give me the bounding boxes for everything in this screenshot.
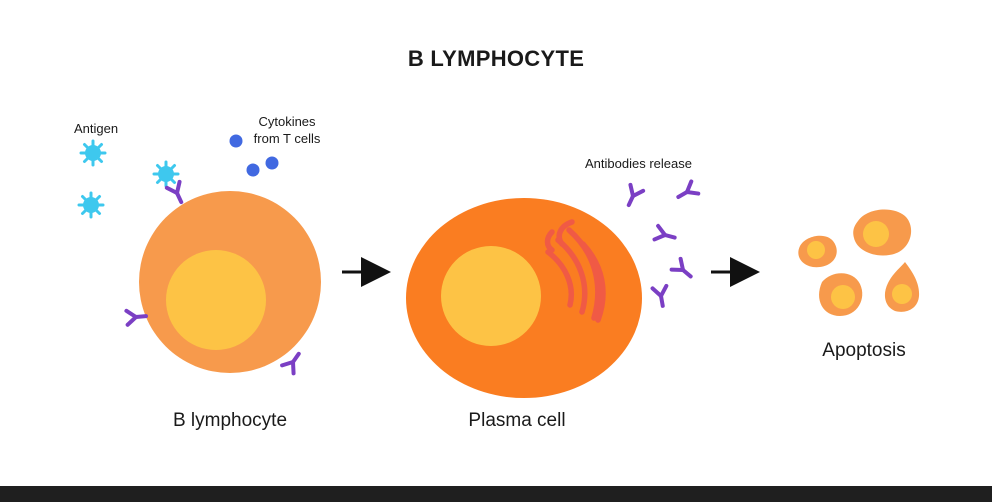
antigen-particle [152,160,180,188]
plasma-cell-nucleus [441,246,541,346]
b-cell-receptor [164,179,190,208]
released-antibody [650,283,672,310]
bottom-band [0,486,992,502]
b-lymphocyte-label: B lymphocyte [172,410,288,431]
cytokine-dot [246,163,260,177]
diagram-svg [77,134,920,398]
plasma-cell-label: Plasma cell [468,410,566,431]
b-cell-receptor [124,307,149,327]
b-lymphocyte-cell [139,191,321,373]
released-antibody [652,223,679,247]
diagram-title: B LYMPHOCYTE [407,46,585,71]
cytokines-label-line1: Cytokines [258,114,316,129]
released-antibody [669,256,698,284]
released-antibody [672,179,701,206]
cytokine-dot [265,156,279,170]
apoptotic-cell [798,235,837,268]
cytokine-dot [229,134,243,148]
golgi-apparatus [544,219,606,323]
antigen-particle [79,139,107,167]
b-cell-nucleus [166,250,266,350]
antibodies-release-label: Antibodies release [585,156,692,171]
apoptotic-cell [819,273,863,316]
apoptosis-label: Apoptosis [822,340,906,361]
antigen-particle [77,191,105,219]
cytokines-label-line2: from T cells [253,131,321,146]
antigen-label: Antigen [74,121,119,136]
released-antibody [620,182,646,211]
plasma-cell [406,198,642,398]
apoptotic-cell [853,209,912,256]
apoptotic-cell [884,262,920,312]
